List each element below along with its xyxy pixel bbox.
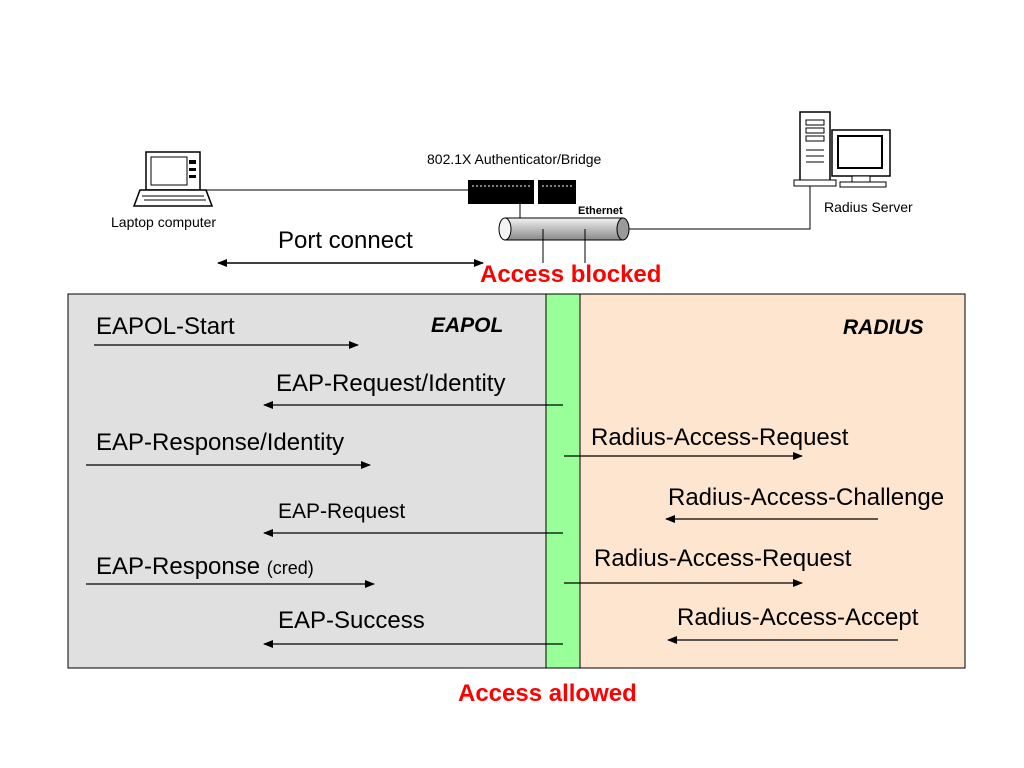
server-icon: [793, 111, 891, 188]
port-connect-label: Port connect: [278, 227, 413, 254]
authenticator-port-bar: [545, 293, 581, 669]
eapol-panel: [67, 293, 549, 669]
radius-msg-2: Radius-Access-Challenge: [668, 484, 945, 511]
eapol-msg-6: EAP-Success: [278, 607, 425, 634]
eapol-msg-3: EAP-Response/Identity: [96, 429, 345, 456]
laptop-label: Laptop computer: [111, 214, 217, 230]
eapol-title: EAPOL: [431, 314, 504, 337]
ethernet-label: Ethernet: [578, 205, 623, 217]
radius-msg-4: Radius-Access-Accept: [677, 604, 919, 631]
eapol-msg-5-text: EAP-Response: [96, 553, 261, 580]
eapol-msg-1: EAPOL-Start: [96, 313, 235, 340]
server-label: Radius Server: [824, 199, 913, 215]
eapol-msg-4: EAP-Request: [278, 500, 406, 523]
eapol-msg-5-suffix: (cred): [266, 558, 314, 578]
ethernet-pipe-icon: [498, 217, 630, 263]
access-blocked-label: Access blocked: [480, 261, 662, 288]
laptop-icon: [132, 151, 214, 207]
radius-msg-3: Radius-Access-Request: [594, 545, 852, 572]
radius-title: RADIUS: [843, 316, 924, 339]
access-allowed-label: Access allowed: [458, 680, 637, 707]
eapol-msg-5: EAP-Response (cred): [96, 555, 314, 579]
bridge-icon: [468, 180, 576, 204]
authenticator-label: 802.1X Authenticator/Bridge: [427, 151, 602, 167]
server-link: [629, 186, 811, 230]
radius-panel: [579, 293, 966, 669]
eapol-msg-2: EAP-Request/Identity: [276, 370, 506, 397]
radius-msg-1: Radius-Access-Request: [591, 424, 849, 451]
